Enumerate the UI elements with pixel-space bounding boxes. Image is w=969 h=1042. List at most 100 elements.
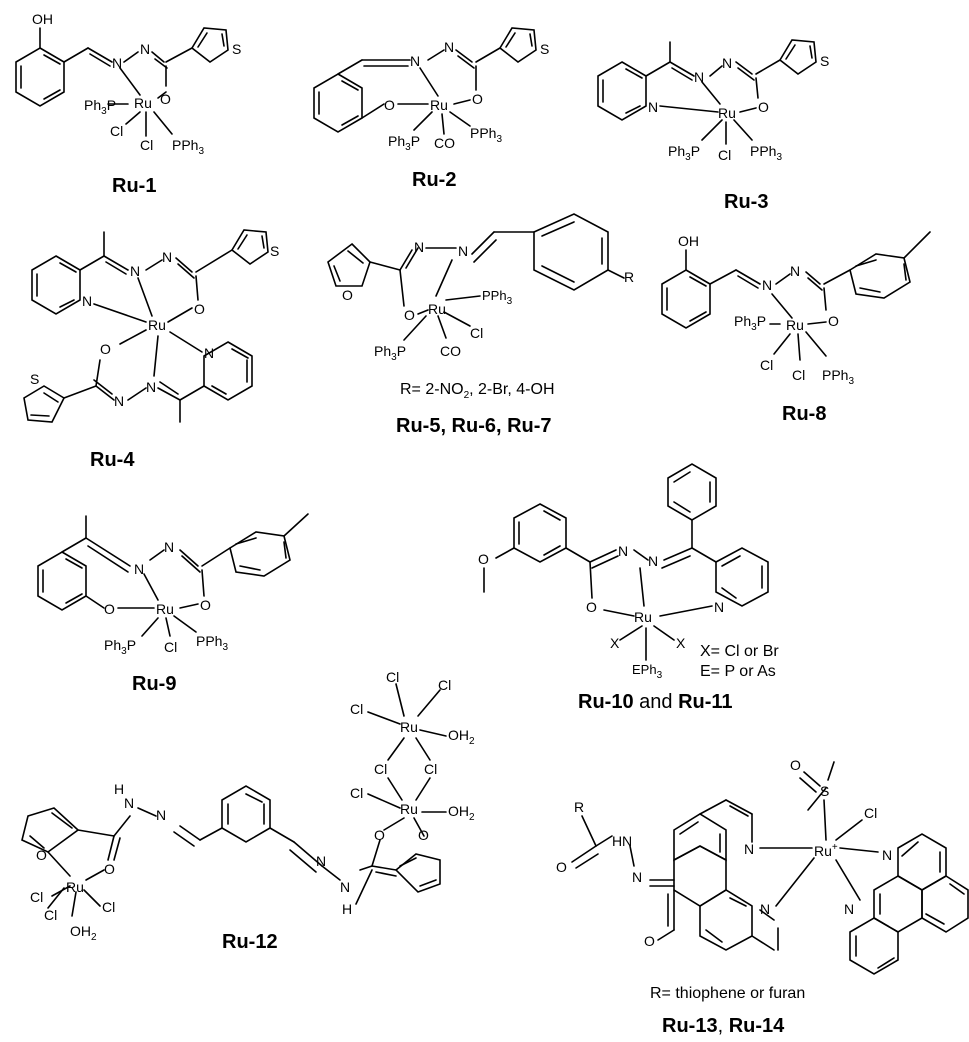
r-note: R= thiophene or furan bbox=[650, 985, 805, 1002]
ligand-oh2: OH2 bbox=[448, 727, 475, 747]
atom-cl: Cl bbox=[386, 669, 399, 685]
atom-n: N bbox=[130, 263, 140, 279]
atom-n: N bbox=[714, 599, 724, 615]
ligand-co: CO bbox=[440, 343, 461, 359]
atom-n: N bbox=[882, 847, 892, 863]
atom-ru: Ru bbox=[634, 609, 652, 625]
atom-n: N bbox=[82, 293, 92, 309]
atom-n: N bbox=[204, 345, 214, 361]
atom-n: N bbox=[618, 543, 628, 559]
atom-o: O bbox=[404, 307, 415, 323]
atom-o: O bbox=[586, 599, 597, 615]
atom-ru: Ru bbox=[66, 879, 84, 895]
atom-ru: Ru bbox=[400, 719, 418, 735]
atom-o: O bbox=[556, 859, 567, 875]
ligand-pph3: PPh3 bbox=[482, 288, 513, 307]
atom-x: X bbox=[676, 635, 686, 651]
atom-cl: Cl bbox=[438, 677, 451, 693]
atom-o: O bbox=[342, 287, 353, 303]
atom-s: S bbox=[540, 41, 549, 57]
atom-n: N bbox=[722, 55, 732, 71]
atom-s: S bbox=[30, 371, 39, 387]
atom-n: N bbox=[444, 39, 454, 55]
atom-n: N bbox=[124, 795, 134, 811]
atom-ru: Ru+ bbox=[814, 842, 838, 859]
structure-ru-9: N N O O Ru Ph3P Cl PPh3 Ru-9 bbox=[37, 513, 309, 695]
structure-ru-5-6-7: O N N R O Ru PPh3 Cl Ph3P CO R= 2-NO2, 2… bbox=[327, 213, 634, 437]
atom-cl: Cl bbox=[164, 639, 177, 655]
atom-n: N bbox=[790, 263, 800, 279]
atom-o: O bbox=[200, 597, 211, 613]
atom-n: N bbox=[744, 841, 754, 857]
atom-o: O bbox=[104, 601, 115, 617]
atom-cl: Cl bbox=[102, 899, 115, 915]
ligand-oh2: OH2 bbox=[448, 803, 475, 823]
ligand-oh2: OH2 bbox=[70, 923, 97, 943]
atom-cl: Cl bbox=[44, 907, 57, 923]
atom-n: N bbox=[632, 869, 642, 885]
atom-o: O bbox=[100, 341, 111, 357]
ligand-co: CO bbox=[434, 135, 455, 151]
atom-o: O bbox=[418, 827, 429, 843]
structure-ru-10-11: O N N O Ru N X X EPh3 X= Cl or Br E= P o… bbox=[478, 463, 779, 713]
atom-n: N bbox=[648, 553, 658, 569]
atom-n: N bbox=[134, 561, 144, 577]
atom-n: N bbox=[156, 807, 166, 823]
atom-oh: OH bbox=[678, 233, 699, 249]
caption-ru-9: Ru-9 bbox=[132, 673, 176, 695]
atom-n: N bbox=[316, 853, 326, 869]
atom-n: N bbox=[762, 277, 772, 293]
atom-ru: Ru bbox=[430, 97, 448, 113]
x-note: X= Cl or Br bbox=[700, 643, 779, 660]
structure-ru-13-14: R O H N N O N N Ru+ Cl S O N N R= thioph… bbox=[556, 757, 969, 1037]
atom-cl: Cl bbox=[30, 889, 43, 905]
atom-o: O bbox=[160, 91, 171, 107]
atom-n: N bbox=[112, 55, 122, 71]
atom-s: S bbox=[232, 41, 241, 57]
atom-n: N bbox=[622, 833, 632, 849]
atom-r: R bbox=[574, 799, 584, 815]
atom-cl: Cl bbox=[374, 761, 387, 777]
caption-ru-4: Ru-4 bbox=[90, 449, 135, 471]
structure-ru-12: Cl Cl Cl Ru OH2 Cl Cl Cl Ru OH2 O O N H … bbox=[21, 669, 475, 953]
caption-ru-1: Ru-1 bbox=[112, 175, 156, 197]
atom-n: N bbox=[648, 99, 658, 115]
ligand-ph3p: Ph3P bbox=[374, 343, 406, 363]
atom-h: H bbox=[612, 833, 622, 849]
atom-n: N bbox=[146, 379, 156, 395]
atom-cl: Cl bbox=[110, 123, 123, 139]
ligand-pph3: PPh3 bbox=[470, 125, 502, 145]
atom-n: N bbox=[340, 879, 350, 895]
atom-n: N bbox=[694, 69, 704, 85]
caption-ru-2: Ru-2 bbox=[412, 169, 456, 191]
atom-cl: Cl bbox=[760, 357, 773, 373]
atom-cl: Cl bbox=[792, 367, 805, 383]
atom-o: O bbox=[478, 551, 489, 567]
atom-o: O bbox=[790, 757, 801, 773]
ligand-pph3: PPh3 bbox=[750, 143, 782, 163]
atom-ru: Ru bbox=[148, 317, 166, 333]
caption-ru-3: Ru-3 bbox=[724, 191, 768, 213]
atom-o: O bbox=[758, 99, 769, 115]
atom-o: O bbox=[828, 313, 839, 329]
ligand-eph3: EPh3 bbox=[632, 662, 663, 681]
atom-n: N bbox=[844, 901, 854, 917]
atom-cl: Cl bbox=[864, 805, 877, 821]
atom-o: O bbox=[472, 91, 483, 107]
structure-ru-4: N N N S O Ru O N N N S Ru-4 bbox=[23, 229, 279, 471]
atom-o: O bbox=[36, 847, 47, 863]
atom-n: N bbox=[114, 393, 124, 409]
atom-n: N bbox=[140, 41, 150, 57]
caption-ru-10-11: Ru-10 and Ru-11 bbox=[578, 691, 733, 713]
atom-ru: Ru bbox=[400, 801, 418, 817]
atom-oh: OH bbox=[32, 11, 53, 27]
atom-x: X bbox=[610, 635, 620, 651]
atom-n: N bbox=[414, 239, 424, 255]
atom-ru: Ru bbox=[786, 317, 804, 333]
atom-h: H bbox=[114, 781, 124, 797]
substituent-note: R= 2-NO2, 2-Br, 4-OH bbox=[400, 381, 555, 401]
atom-n: N bbox=[164, 539, 174, 555]
atom-o: O bbox=[194, 301, 205, 317]
structure-ru-1: OH N N S O Ru Ph3P Cl Cl PPh3 Ru-1 bbox=[15, 11, 241, 197]
